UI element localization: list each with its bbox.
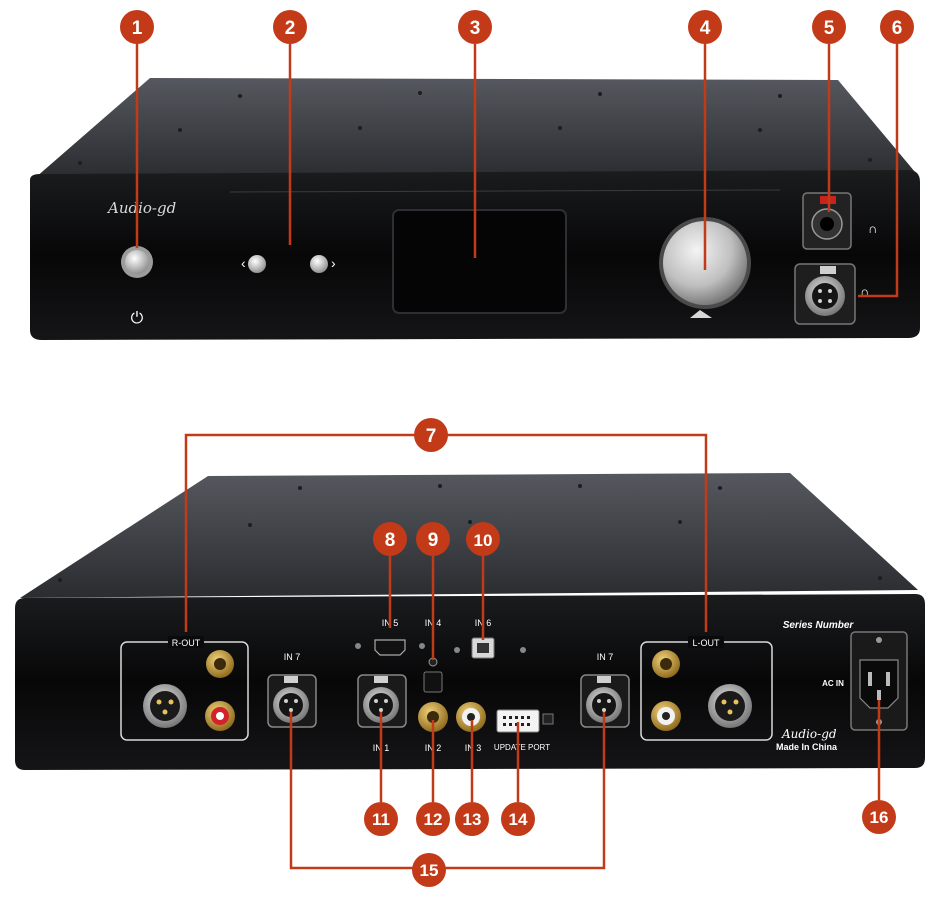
series-number-label: Series Number — [783, 620, 855, 631]
top-screws — [78, 91, 872, 165]
front-unit: Audio-gd ⏻ ‹ › ∩ — [30, 78, 920, 340]
headphone-icon-1: ∩ — [868, 221, 877, 236]
in7-right-label: IN 7 — [597, 652, 614, 662]
display-screen — [392, 209, 567, 314]
in2-coax[interactable] — [418, 702, 448, 732]
svg-text:7: 7 — [426, 426, 437, 447]
svg-text:4: 4 — [700, 18, 711, 39]
nav-left-button[interactable] — [248, 255, 266, 273]
rear-top-screws — [58, 484, 882, 582]
svg-text:16: 16 — [870, 808, 889, 827]
svg-text:5: 5 — [824, 18, 835, 39]
in3-rca[interactable] — [456, 702, 486, 732]
callout-10: 10 — [466, 522, 500, 556]
power-button[interactable] — [121, 246, 153, 278]
callout-15: 15 — [412, 853, 446, 887]
l-out-rca[interactable] — [651, 701, 681, 731]
svg-text:2: 2 — [285, 18, 296, 39]
rear-unit: R-OUT IN 7 IN 5 IN 4 — [15, 473, 925, 770]
svg-text:6: 6 — [892, 18, 903, 39]
ac-in-label: AC IN — [822, 679, 844, 688]
svg-text:12: 12 — [424, 810, 443, 829]
in4-optical-port[interactable] — [423, 671, 443, 693]
svg-text:11: 11 — [372, 810, 390, 829]
svg-text:8: 8 — [385, 530, 396, 551]
svg-text:1: 1 — [132, 18, 143, 39]
headphone-icon-2: ∩ — [860, 284, 869, 299]
headphone-jack-6-35[interactable] — [802, 192, 852, 250]
callout-9: 9 — [416, 522, 450, 556]
update-port-label: UPDATE PORT — [494, 743, 550, 752]
callout-1: 1 — [120, 10, 154, 44]
l-out-label: L-OUT — [693, 638, 721, 648]
in7-left-label: IN 7 — [284, 652, 301, 662]
svg-text:9: 9 — [428, 530, 439, 551]
made-in-label: Made In China — [776, 742, 838, 752]
r-out-xlr[interactable] — [143, 684, 187, 728]
in5-hdmi-port[interactable] — [374, 639, 406, 656]
in7-left-xlr[interactable] — [267, 674, 317, 728]
rear-brand-logo: Audio-gd — [781, 727, 837, 741]
in1-xlr[interactable] — [357, 674, 407, 728]
callout-4: 4 — [688, 10, 722, 44]
r-out-terminal[interactable] — [206, 650, 234, 678]
svg-text:14: 14 — [509, 810, 528, 829]
in7-right-xlr[interactable] — [580, 674, 630, 728]
callout-11: 11 — [364, 802, 398, 836]
chevron-left-icon: ‹ — [241, 255, 246, 271]
l-out-terminal[interactable] — [652, 650, 680, 678]
chevron-right-icon: › — [331, 255, 336, 271]
callout-8: 8 — [373, 522, 407, 556]
headphone-xlr-4pin[interactable] — [794, 263, 856, 325]
svg-text:3: 3 — [470, 18, 481, 39]
svg-text:15: 15 — [420, 861, 439, 880]
ac-inlet[interactable] — [850, 631, 908, 731]
callout-5: 5 — [812, 10, 846, 44]
r-out-rca[interactable] — [205, 701, 235, 731]
svg-text:13: 13 — [463, 810, 482, 829]
r-out-label: R-OUT — [172, 638, 201, 648]
l-out-xlr[interactable] — [708, 684, 752, 728]
leader-lines — [135, 44, 899, 870]
front-brand-logo: Audio-gd — [106, 199, 176, 217]
callout-badges: 1 2 3 4 5 6 7 8 9 10 11 12 13 14 15 16 — [120, 10, 914, 887]
svg-text:10: 10 — [474, 531, 493, 550]
callout-6: 6 — [880, 10, 914, 44]
power-icon: ⏻ — [131, 310, 144, 327]
callout-13: 13 — [455, 802, 489, 836]
callout-2: 2 — [273, 10, 307, 44]
callout-16: 16 — [862, 800, 896, 834]
nav-right-button[interactable] — [310, 255, 328, 273]
callout-12: 12 — [416, 802, 450, 836]
callout-3: 3 — [458, 10, 492, 44]
callout-7: 7 — [414, 418, 448, 452]
callout-14: 14 — [501, 802, 535, 836]
